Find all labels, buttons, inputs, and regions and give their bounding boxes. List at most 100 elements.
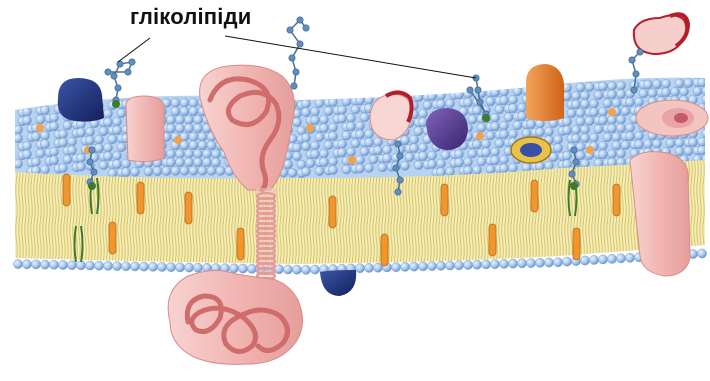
phospholipid-head xyxy=(409,262,418,271)
phospholipid-head xyxy=(517,103,526,112)
phospholipid-head xyxy=(643,80,652,89)
phospholipid-head xyxy=(580,99,589,108)
phospholipid-head xyxy=(576,117,585,126)
phospholipid-head xyxy=(652,80,661,89)
phospholipid-head xyxy=(207,141,216,150)
glycoprotein-top-right xyxy=(634,14,688,54)
phospholipid-head xyxy=(616,81,625,90)
cholesterol-molecule xyxy=(109,222,116,254)
phospholipid-head xyxy=(598,150,607,159)
phospholipid-head xyxy=(292,143,301,152)
phospholipid-head xyxy=(589,133,598,142)
phospholipid-head xyxy=(337,105,346,114)
phospholipid-head xyxy=(342,165,351,174)
phospholipid-head xyxy=(36,115,45,124)
phospholipid-head xyxy=(112,126,121,135)
phospholipid-head xyxy=(607,90,616,99)
glycolipid-head xyxy=(88,182,96,190)
phospholipid-head xyxy=(99,161,108,170)
phospholipid-head xyxy=(121,168,130,177)
phospholipid-head xyxy=(693,87,702,96)
phospholipid-head xyxy=(486,165,495,174)
phospholipid-head xyxy=(427,151,436,160)
glycolipid-head xyxy=(482,114,490,122)
phospholipid-head xyxy=(355,264,364,273)
cholesterol-head xyxy=(586,146,594,154)
sugar-unit xyxy=(477,99,483,105)
phospholipid-head xyxy=(576,83,585,92)
phospholipid-head xyxy=(369,155,378,164)
phospholipid-head xyxy=(22,150,31,159)
phospholipid-head xyxy=(499,96,508,105)
phospholipid-head xyxy=(562,160,571,169)
phospholipid-head xyxy=(364,129,373,138)
phospholipid-head xyxy=(463,260,472,269)
phospholipid-head xyxy=(153,167,162,176)
phospholipid-head xyxy=(576,151,585,160)
phospholipid-head xyxy=(315,133,324,142)
phospholipid-head xyxy=(625,253,634,262)
phospholipid-head xyxy=(490,147,499,156)
phospholipid-head xyxy=(612,98,621,107)
phospholipid-head xyxy=(508,129,517,138)
phospholipid-head xyxy=(472,165,481,174)
phospholipid-head xyxy=(180,98,189,107)
phospholipid-head xyxy=(598,141,607,150)
phospholipid-head xyxy=(58,138,67,147)
phospholipid-head xyxy=(697,78,706,87)
phospholipid-head xyxy=(112,160,121,169)
phospholipid-head xyxy=(526,120,535,129)
phospholipid-head xyxy=(499,87,508,96)
phospholipid-head xyxy=(337,139,346,148)
sugar-unit xyxy=(287,27,293,33)
phospholipid-head xyxy=(76,162,85,171)
phospholipid-head xyxy=(495,105,504,114)
coil-helix xyxy=(256,188,276,284)
phospholipid-head xyxy=(166,115,175,124)
phospholipid-head xyxy=(324,140,333,149)
phospholipid-head xyxy=(328,123,337,132)
phospholipid-head xyxy=(427,261,436,270)
phospholipid-head xyxy=(571,91,580,100)
phospholipid-head xyxy=(94,144,103,153)
phospholipid-head xyxy=(346,113,355,122)
phospholipid-head xyxy=(490,122,499,131)
phospholipid-head xyxy=(13,125,22,134)
helix-body xyxy=(256,188,276,284)
phospholipid-head xyxy=(607,124,616,133)
cholesterol-molecule xyxy=(441,184,448,216)
phospholipid-head xyxy=(184,149,193,158)
phospholipid-head xyxy=(49,260,58,269)
phospholipid-head xyxy=(324,106,333,115)
phospholipid-head xyxy=(180,107,189,116)
phospholipid-head xyxy=(670,87,679,96)
navy-protein-bottom xyxy=(320,270,356,296)
phospholipid-head xyxy=(580,91,589,100)
sugar-unit xyxy=(125,69,131,75)
phospholipid-head xyxy=(454,158,463,167)
cholesterol-head xyxy=(306,124,314,132)
phospholipid-head xyxy=(661,79,670,88)
phospholipid-head xyxy=(418,152,427,161)
phospholipid-head xyxy=(328,157,337,166)
sugar-unit xyxy=(115,85,121,91)
cholesterol-head xyxy=(476,132,484,140)
phospholipid-head xyxy=(468,149,477,158)
phospholipid-head xyxy=(598,116,607,125)
sugar-unit xyxy=(397,177,403,183)
phospholipid-head xyxy=(117,143,126,152)
phospholipid-head xyxy=(661,88,670,97)
phospholipid-head xyxy=(351,139,360,148)
phospholipid-head xyxy=(99,127,108,136)
phospholipid-head xyxy=(13,159,22,168)
sugar-link xyxy=(108,62,132,100)
phospholipid-head xyxy=(319,149,328,158)
phospholipid-head xyxy=(166,124,175,133)
phospholipid-head xyxy=(679,87,688,96)
phospholipid-head xyxy=(436,91,445,100)
sugar-unit xyxy=(297,41,303,47)
phospholipid-head xyxy=(22,260,31,269)
phospholipid-head xyxy=(400,262,409,271)
phospholipid-head xyxy=(634,131,643,140)
